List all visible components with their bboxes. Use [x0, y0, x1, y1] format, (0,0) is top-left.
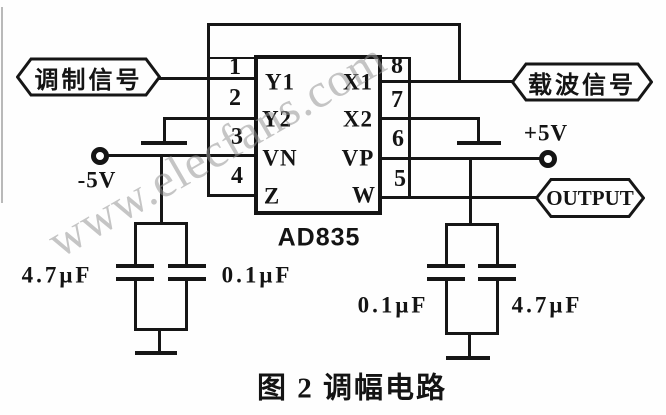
hexagon-outline [16, 57, 161, 97]
pos5v-label: +5V [523, 120, 569, 146]
capgroup-right-ground-bar-icon [446, 356, 490, 360]
scan-edge-artifact [1, 7, 3, 203]
ground-left-stem [163, 117, 166, 143]
chip-pin-label-w: W [352, 182, 376, 208]
capgroup-right-branch2-top [496, 223, 499, 265]
wire-left-bus [207, 23, 210, 196]
neg5v-label: -5V [77, 167, 117, 193]
wire-pos5-to-caps [469, 157, 472, 225]
tag-modulation-label: 调制信号 [34, 67, 143, 94]
chip-pin-label-x2: X2 [342, 106, 374, 132]
cap-label-right-inner: 0.1μF [357, 292, 429, 318]
capgroup-left-bottom-rail [134, 328, 188, 331]
pin-number-6: 6 [392, 126, 404, 152]
capgroup-left-branch1-top [134, 222, 137, 265]
pin-number-8: 8 [391, 53, 403, 79]
wire-pin1-y1 [158, 77, 256, 80]
cap-left2-plate-top [168, 264, 206, 268]
wire-top-right-drop [458, 23, 461, 82]
chip-pin-label-z: Z [263, 183, 281, 209]
hexagon-outline [511, 62, 653, 102]
chip-pin-label-vn: VN [262, 145, 298, 171]
wire-pin4-z [207, 194, 256, 197]
wire-pin7-x2 [378, 117, 480, 120]
ground-right-bar-icon [457, 141, 501, 145]
wire-pin8-x1 [378, 80, 514, 83]
wire-right-box-edge [408, 57, 411, 197]
terminal-pos5v-icon [539, 150, 557, 168]
pin-number-1: 1 [229, 54, 241, 80]
cap-left1-plate-bottom [116, 277, 154, 281]
cap-left1-plate-top [116, 264, 154, 268]
ground-right-stem [477, 117, 480, 143]
tag-modulation-signal: 调制信号 [16, 57, 161, 97]
capgroup-left-ground-stem [158, 331, 161, 351]
capgroup-left-branch2-top [185, 222, 188, 265]
tag-carrier-label: 载波信号 [528, 72, 636, 99]
wire-pin2-y2 [163, 117, 256, 120]
tag-output-label: OUTPUT [546, 185, 634, 210]
cap-right2-plate-bottom [478, 277, 516, 281]
pin-number-3: 3 [231, 124, 243, 150]
ground-left-bar-icon [141, 141, 187, 145]
figure-caption: 图 2 调幅电路 [256, 372, 448, 405]
wire-right-box-top [378, 57, 411, 59]
pin-number-7: 7 [391, 87, 403, 113]
tag-output: OUTPUT [535, 177, 645, 219]
capgroup-right-top-rail [445, 223, 499, 226]
capgroup-right-bottom-rail [445, 332, 499, 335]
capgroup-left-ground-bar-icon [135, 351, 177, 355]
capgroup-right-branch1-bottom [445, 281, 448, 334]
pin-number-5: 5 [394, 166, 406, 192]
capgroup-left-branch1-bottom [134, 281, 137, 330]
cap-label-left-outer: 4.7μF [21, 262, 93, 288]
capgroup-right-branch1-top [445, 223, 448, 265]
wire-left-box-top [207, 57, 256, 59]
cap-label-right-outer: 4.7μF [511, 292, 583, 318]
hexagon-outline [535, 178, 645, 218]
capgroup-right-branch2-bottom [496, 281, 499, 334]
cap-right2-plate-top [478, 264, 516, 268]
chip-body [254, 55, 382, 215]
cap-label-left-inner: 0.1μF [221, 262, 293, 288]
chip-pin-label-y2: Y2 [261, 106, 293, 132]
tag-carrier-signal: 载波信号 [511, 62, 653, 102]
terminal-neg5v-icon [91, 147, 109, 165]
capgroup-left-top-rail [134, 222, 188, 225]
chip-pin-label-vp: VP [341, 145, 375, 171]
capgroup-left-branch2-bottom [185, 281, 188, 330]
cap-right1-plate-bottom [427, 277, 465, 281]
wire-pin3-vn [106, 154, 256, 157]
wire-pin6-vp [378, 157, 540, 160]
cap-left2-plate-bottom [168, 277, 206, 281]
pin-number-4: 4 [231, 163, 243, 189]
cap-right1-plate-top [427, 264, 465, 268]
capgroup-right-ground-stem [468, 335, 471, 356]
wire-neg5-to-caps [160, 154, 163, 225]
pin-number-2: 2 [229, 85, 241, 111]
wire-pin5-w [378, 196, 538, 199]
chip-name-label: AD835 [277, 223, 361, 252]
chip-pin-label-y1: Y1 [264, 69, 296, 95]
wire-top [207, 23, 461, 26]
chip-pin-label-x1: X1 [342, 69, 374, 95]
